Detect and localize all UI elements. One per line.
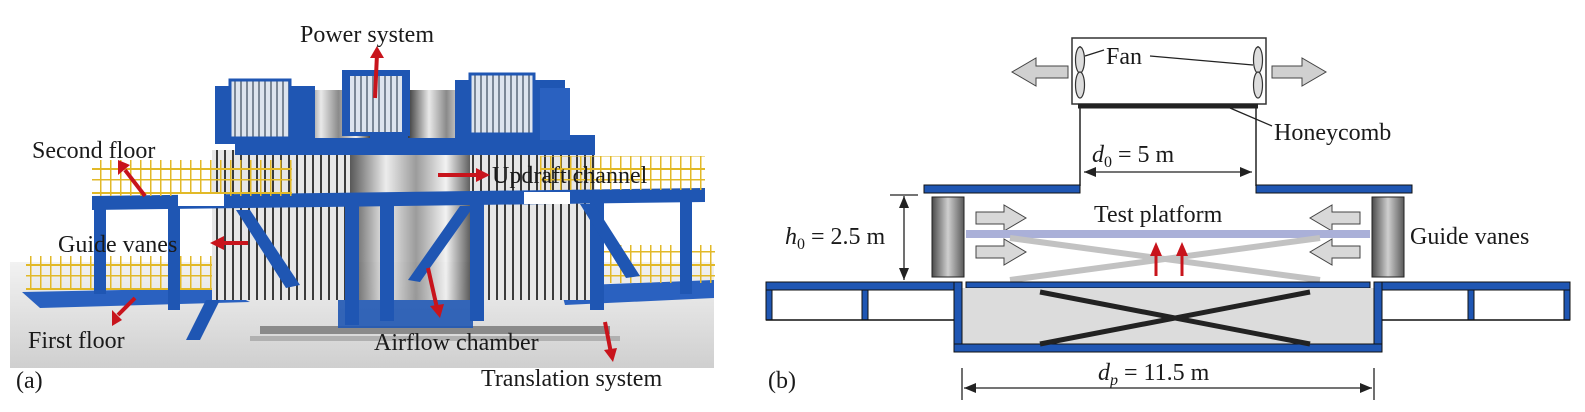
logo-plate-right	[524, 192, 570, 204]
fan-housing-right	[455, 72, 570, 142]
fan-leader-left	[1084, 49, 1105, 57]
label-first-floor: First floor	[28, 328, 125, 354]
fan-housing-left	[215, 78, 315, 144]
dim-h0	[890, 194, 918, 280]
guide-vane-right	[1371, 196, 1405, 278]
dim-d0	[1084, 167, 1252, 177]
arrow-first-floor	[116, 296, 137, 317]
annotation-arrows	[112, 46, 617, 362]
label-power-system: Power system	[300, 22, 434, 48]
panel-letter-a: (a)	[16, 368, 43, 394]
ceiling-plate-left	[923, 184, 1081, 194]
translation-rail	[260, 326, 610, 334]
dim-dp	[961, 368, 1375, 400]
translation-rail-lower	[250, 336, 620, 341]
label-test-platform: Test platform	[1094, 202, 1223, 228]
guide-vane-left	[931, 196, 965, 278]
pit-wall-right	[1373, 281, 1383, 353]
floor-right	[1373, 281, 1571, 291]
floor-left	[765, 281, 963, 291]
label-h0: h0 = 2.5 m	[785, 224, 886, 253]
railing-left	[26, 256, 226, 290]
test-platform	[966, 230, 1370, 238]
scissor-lift-lower	[1039, 289, 1311, 347]
fan-right-icon	[1252, 46, 1264, 99]
label-fan: Fan	[1106, 44, 1142, 70]
honeycomb-leader	[1229, 107, 1273, 127]
schematic	[765, 37, 1571, 400]
exhaust-arrow-right	[1271, 57, 1327, 87]
panel-letter-b: (b)	[768, 368, 796, 394]
arrow-translation-system	[603, 321, 613, 354]
arrow-airflow-chamber	[426, 267, 439, 309]
first-floor-deck	[22, 288, 250, 308]
airflow-chamber-base	[338, 300, 473, 328]
label-guide-vanes: Guide vanes	[58, 232, 177, 258]
platform-base	[965, 281, 1371, 289]
fan-leader-right	[1149, 55, 1254, 66]
inflow-arrows	[975, 204, 1361, 266]
scissor-lift-upper	[1009, 235, 1321, 283]
pit-floor	[953, 343, 1383, 353]
label-updraft-channel: Updraft channel	[492, 163, 648, 189]
frame-columns	[94, 198, 692, 325]
label-second-floor: Second floor	[32, 138, 155, 164]
label-dp: dp = 11.5 m	[1098, 360, 1210, 389]
label-d0: d0 = 5 m	[1092, 142, 1175, 171]
exhaust-arrow-left	[1011, 57, 1069, 87]
label-guide-vanes-b: Guide vanes	[1410, 224, 1529, 250]
logo-plate-left	[178, 194, 224, 206]
updraft-arrows	[1150, 242, 1188, 276]
ceiling-plate-right	[1255, 184, 1413, 194]
label-translation-system: Translation system	[481, 366, 662, 392]
label-honeycomb: Honeycomb	[1274, 120, 1391, 146]
fan-housing	[1071, 37, 1267, 105]
pit-wall-left	[953, 281, 963, 353]
arrow-second-floor	[123, 168, 147, 198]
arrow-power-system	[373, 53, 379, 99]
fan-left-icon	[1074, 46, 1086, 99]
stairs	[186, 300, 220, 340]
second-floor-railing-right	[540, 156, 705, 190]
label-airflow-chamber: Airflow chamber	[374, 330, 539, 356]
facility-rendering	[10, 70, 715, 368]
fan-housing-center	[342, 70, 410, 136]
